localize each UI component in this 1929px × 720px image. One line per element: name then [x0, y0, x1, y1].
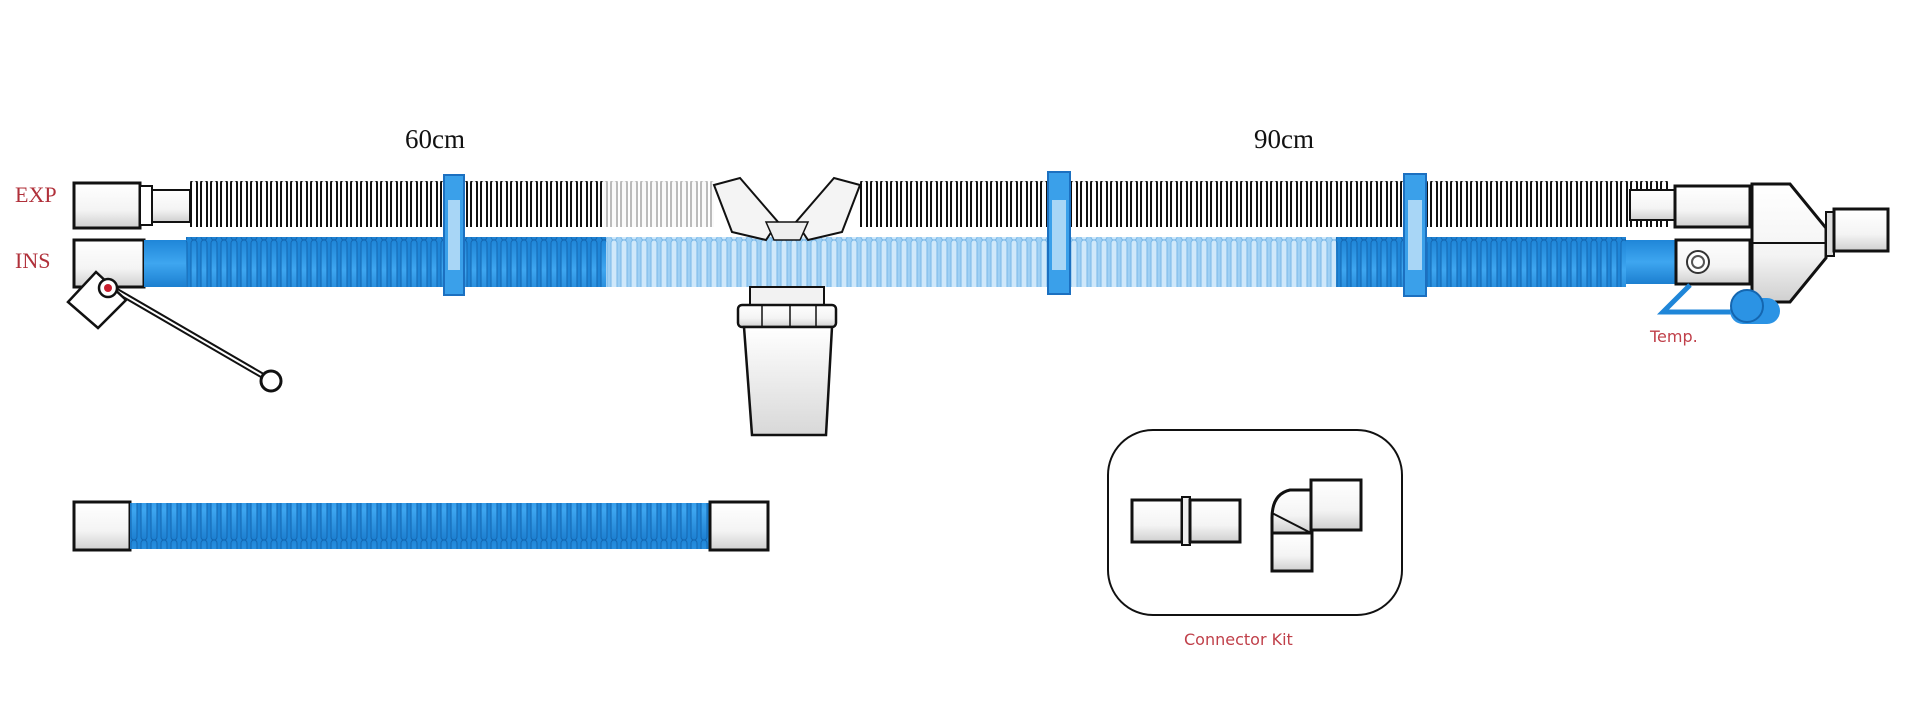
- ventilator-wye: [1750, 182, 1890, 304]
- expiratory-tube: [72, 181, 1752, 230]
- temperature-probe-cap: [66, 270, 283, 393]
- elbow-connector: [1270, 478, 1363, 573]
- ventilator-end-cuff: [1832, 207, 1890, 253]
- exp-left-cuff: [72, 181, 142, 230]
- exp-label: EXP: [15, 182, 57, 207]
- inspiratory-tube: [72, 237, 1752, 289]
- ins-label: INS: [15, 248, 51, 273]
- straight-connector: [1130, 498, 1184, 544]
- extension-tube: [72, 500, 770, 552]
- y-piece: [712, 176, 862, 437]
- temperature-probe: [1656, 283, 1780, 324]
- length-label-90cm: 90cm: [1254, 124, 1314, 154]
- tube-clamps: [443, 171, 1427, 297]
- temp-port-icon: [1686, 250, 1710, 274]
- ins-corrugation: [186, 237, 606, 287]
- temp-label: Temp.: [1650, 327, 1698, 346]
- connector-kit-label: Connector Kit: [1184, 630, 1293, 649]
- length-label-60cm: 60cm: [405, 124, 465, 154]
- patient-connector: [742, 325, 834, 437]
- exp-corrugation-right: [860, 181, 1340, 227]
- connector-kit: [1107, 429, 1403, 616]
- exp-corrugation-left: [190, 181, 604, 227]
